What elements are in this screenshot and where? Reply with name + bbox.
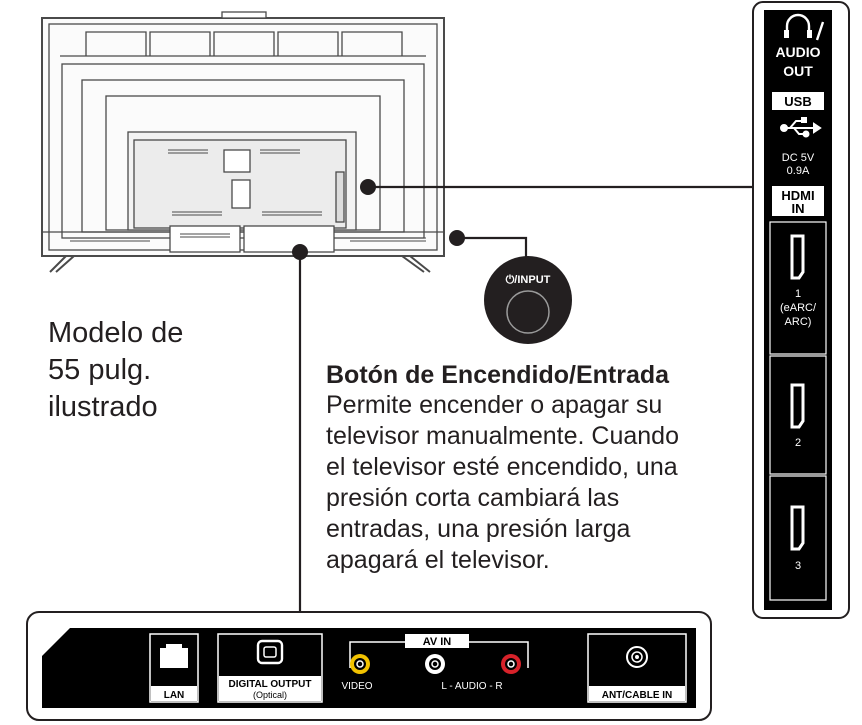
power-desc-line-6: apagará el televisor. xyxy=(326,546,550,574)
hdmi-3-port-icon xyxy=(790,505,805,551)
power-input-label: ⏻/INPUT xyxy=(506,273,551,286)
audio-r-jack-icon xyxy=(501,654,521,674)
audio-out-label-1: AUDIO xyxy=(775,44,820,60)
power-button-description: Permite encender o apagar su televisor m… xyxy=(326,390,746,576)
power-desc-line-4: presión corta cambiará las xyxy=(326,484,620,512)
hdmi-1-label-b: (eARC/ xyxy=(780,302,817,314)
hdmi-3-label: 3 xyxy=(795,560,801,572)
hdmi-1-label-c: ARC) xyxy=(785,316,812,328)
power-desc-line-3: el televisor esté encendido, una xyxy=(326,453,678,481)
power-input-button-badge: ⏻/INPUT xyxy=(484,256,572,344)
audio-out-label-2: OUT xyxy=(783,63,813,79)
side-connector-panel: AUDIO OUT USB DC 5V 0.9A HDMI IN 1 (eARC… xyxy=(752,1,850,619)
model-caption-line-2: 55 pulg. xyxy=(48,354,152,386)
bottom-connector-panel: LAN DIGITAL OUTPUT (Optical) AV IN VIDEO… xyxy=(26,611,712,721)
ant-cable-label: ANT/CABLE IN xyxy=(602,690,673,701)
model-caption-line-3: ilustrado xyxy=(48,391,158,423)
model-caption-line-1: Modelo de xyxy=(48,317,184,349)
digital-output-label: DIGITAL OUTPUT xyxy=(229,679,312,690)
headphone-icon xyxy=(784,13,825,41)
optical-port-icon xyxy=(256,639,284,665)
callout-dot-side xyxy=(360,179,376,195)
video-jack-icon xyxy=(350,654,370,674)
usb-power-1: DC 5V xyxy=(782,152,815,164)
usb-label: USB xyxy=(784,94,811,109)
model-caption: Modelo de 55 pulg. ilustrado xyxy=(48,315,248,426)
power-desc-line-1: Permite encender o apagar su xyxy=(326,391,663,419)
hdmi-in-label-2: IN xyxy=(792,201,805,216)
audio-l-jack-icon xyxy=(425,654,445,674)
tv-back-illustration xyxy=(41,11,445,273)
power-button-title: Botón de Encendido/Entrada xyxy=(326,361,670,389)
coax-port-icon xyxy=(626,646,648,668)
digital-output-sub: (Optical) xyxy=(253,690,287,700)
av-in-label: AV IN xyxy=(423,636,452,648)
usb-icon xyxy=(780,117,822,138)
hdmi-2-port-icon xyxy=(790,383,805,429)
hdmi-in-label-1: HDMI xyxy=(781,188,814,203)
hdmi-1-port-icon xyxy=(790,234,805,280)
callout-lines xyxy=(298,185,764,612)
hdmi-2-label: 2 xyxy=(795,437,801,449)
usb-power-2: 0.9A xyxy=(787,165,810,177)
hdmi-1-label-a: 1 xyxy=(795,288,801,300)
power-desc-line-5: entradas, una presión larga xyxy=(326,515,631,543)
audio-lr-label: L - AUDIO - R xyxy=(441,681,502,692)
callout-dot-bottom xyxy=(292,244,308,260)
lan-port-icon xyxy=(160,644,188,668)
lan-label: LAN xyxy=(164,690,185,701)
power-desc-line-2: televisor manualmente. Cuando xyxy=(326,422,679,450)
video-label: VIDEO xyxy=(341,681,372,692)
callout-dot-power xyxy=(449,230,465,246)
